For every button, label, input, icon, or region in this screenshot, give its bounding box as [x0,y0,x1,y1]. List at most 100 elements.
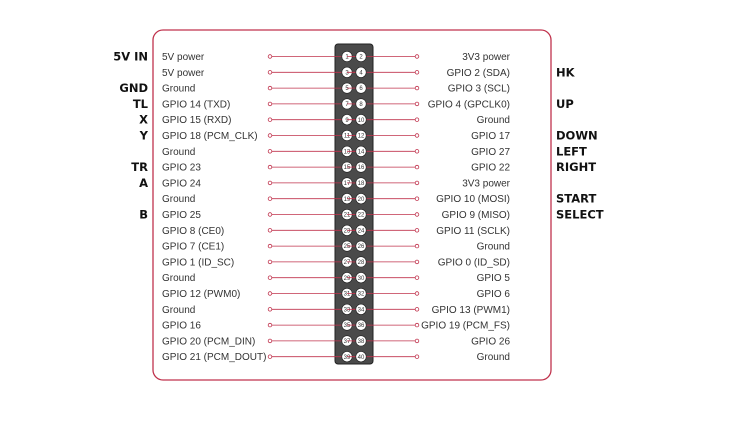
connector-dot [414,275,420,280]
pin-20 [355,193,367,205]
pin-32 [355,287,367,299]
button-key-label: A [139,176,148,190]
pin-number: 34 [358,307,365,313]
button-key-label: TL [133,97,149,111]
pin-26 [355,240,367,252]
connector-dot [414,180,420,186]
pin-label: 3V3 power [462,178,510,189]
pin-30 [355,272,367,284]
connector-dot [267,133,273,138]
pin-label: GPIO 9 (MISO) [442,210,510,221]
pin-number: 39 [344,355,351,361]
connector-dot [267,70,273,75]
pin-14 [355,145,367,157]
button-key-label: UP [556,97,574,111]
pin-label: GPIO 6 [477,289,511,300]
connector-dot [267,291,273,296]
connector-dot [267,101,273,107]
pin-label: 5V power [162,68,205,79]
connector-dot [267,243,273,249]
pin-label: GPIO 5 [477,273,511,284]
connector-dot [267,196,273,201]
connector-dot [267,164,273,170]
pin-number: 36 [358,323,365,329]
pin-row-left: 31 GPIO 12 (PWM0) [162,287,361,300]
connector-dot [414,243,420,249]
pin-6 [355,82,367,94]
pin-number: 13 [344,149,351,155]
button-key-label: DOWN [556,129,598,143]
pin-40 [355,351,367,363]
connector-dot [267,212,273,217]
connector-dot [414,149,420,154]
connector-dot [414,338,420,344]
connector-dot [414,85,420,91]
pin-label: GPIO 20 (PCM_DIN) [162,336,255,347]
connector-dot [267,54,273,59]
button-key-label: SELECT [556,208,604,222]
pin-number: 9 [345,118,349,124]
pin-number: 27 [344,260,351,266]
pin-label: GPIO 11 (SCLK) [436,226,510,237]
pin-label: 5V power [162,52,205,63]
connector-dot [414,196,420,201]
pin-number: 26 [358,244,365,250]
pin-12 [355,130,367,142]
pin-number: 15 [344,165,351,171]
pin-label: GPIO 15 (RXD) [162,115,231,126]
pin-number: 22 [358,213,365,219]
pin-row-right: 26 Ground [347,240,510,253]
pin-28 [355,256,367,268]
pin-36 [355,319,367,331]
connector-dot [414,322,420,328]
pin-row-left: 15 GPIO 23 [162,161,361,174]
pin-number: 35 [344,323,351,329]
connector-dot [267,275,273,280]
pin-label: GPIO 0 (ID_SD) [438,257,510,268]
connector-dot [414,117,420,122]
connector-dot [414,54,420,59]
pin-number: 28 [358,260,365,266]
pin-number: 23 [344,228,351,234]
pin-number: 31 [344,292,351,298]
pin-18 [355,177,367,189]
pin-row-right: 36 GPIO 19 (PCM_FS) [347,319,510,332]
pin-2 [355,50,367,62]
pin-label: GPIO 27 [471,147,510,158]
pin-number: 7 [345,102,349,108]
connector-dot [414,307,420,312]
connector-dot [414,291,420,296]
pin-label: GPIO 4 (GPCLK0) [428,99,510,110]
pin-label: GPIO 3 (SCL) [448,84,510,95]
pin-header [334,43,374,365]
pin-label: GPIO 12 (PWM0) [162,289,240,300]
pin-number: 21 [344,213,351,219]
connector-dot [414,228,420,233]
pin-label: GPIO 23 [162,163,201,174]
pin-label: GPIO 1 (ID_SC) [162,257,234,268]
pin-label: GPIO 26 [471,336,510,347]
connector-dot [414,259,420,265]
pin-label: GPIO 19 (PCM_FS) [421,321,510,332]
connector-dot [414,70,420,75]
pin-label: Ground [477,242,510,253]
pin-number: 16 [358,165,365,171]
pin-number: 4 [359,70,363,76]
connector-dot [267,85,273,91]
connector-dot [414,101,420,107]
button-key-label: Y [139,129,149,143]
